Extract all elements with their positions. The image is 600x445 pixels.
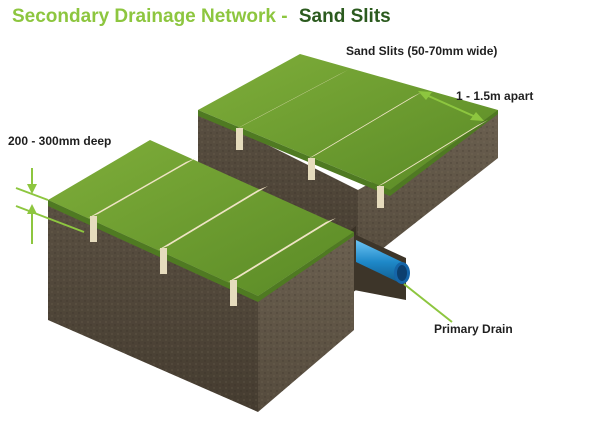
- front-sand-slits: [88, 158, 336, 306]
- sand-slit: [158, 186, 268, 250]
- title-part-2: Sand Slits: [298, 6, 391, 27]
- front-turf-surface: [48, 140, 354, 296]
- sand-slit-depth: [236, 128, 243, 150]
- sand-slits-label: Sand Slits (50-70mm wide): [346, 44, 498, 58]
- sand-slit-depth: [377, 186, 384, 208]
- back-turf-surface: [198, 54, 498, 190]
- sand-slit-depth: [90, 216, 97, 242]
- sand-slit-depth: [160, 248, 167, 274]
- sand-slit: [234, 70, 348, 130]
- primary-drain-pipe: [356, 240, 410, 284]
- spacing-arrow: [418, 91, 484, 121]
- drain-leader-line: [403, 283, 453, 323]
- title-part-1: Secondary Drainage Network -: [12, 6, 288, 27]
- front-soil-block: [48, 140, 354, 412]
- sand-slit-depth: [308, 158, 315, 180]
- back-sand-slits: [234, 70, 488, 208]
- sand-slit: [88, 158, 196, 218]
- sand-slit: [375, 120, 488, 188]
- depth-label: 200 - 300mm deep: [8, 134, 112, 148]
- diagram-title: Secondary Drainage Network - Sand Slits: [12, 6, 391, 28]
- primary-drain-label: Primary Drain: [434, 322, 513, 336]
- sand-slit: [228, 218, 336, 282]
- sand-slit-depth: [230, 280, 237, 306]
- sand-slit: [306, 92, 422, 160]
- depth-marker: [15, 168, 85, 244]
- spacing-label: 1 - 1.5m apart: [456, 89, 534, 103]
